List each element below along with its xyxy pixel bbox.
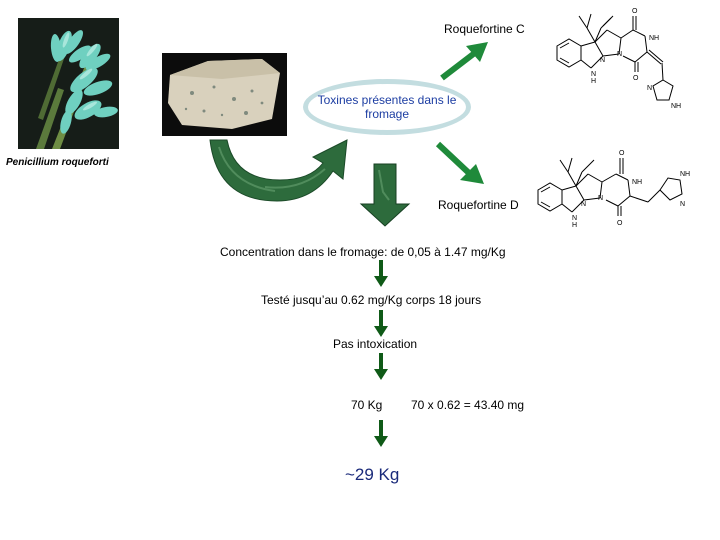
d-atom-o-bot: O bbox=[617, 220, 623, 227]
penicillium-photo bbox=[18, 18, 119, 149]
c-atom-n-ring: N bbox=[600, 57, 605, 64]
flow-arrow-2 bbox=[374, 310, 388, 337]
c-atom-n-low: N bbox=[591, 71, 596, 78]
arrow-to-roquefortine-c bbox=[440, 42, 488, 81]
concentration-text: Concentration dans le fromage: de 0,05 à… bbox=[220, 245, 506, 259]
roquefortine-c-structure: O NH N N O N H N NH bbox=[556, 8, 681, 110]
toxins-label: Toxines présentes dans le fromage bbox=[317, 93, 457, 121]
arrow-to-roquefortine-d bbox=[435, 141, 484, 184]
down-arrow-main bbox=[359, 163, 411, 227]
c-atom-n-imid: N bbox=[647, 85, 652, 92]
cheese-photo bbox=[162, 53, 287, 136]
weight-text: 70 Kg bbox=[351, 398, 383, 412]
d-atom-nh: NH bbox=[632, 179, 642, 186]
curved-arrow bbox=[209, 139, 348, 202]
d-atom-o-top: O bbox=[619, 150, 625, 157]
d-atom-n-imid: N bbox=[680, 201, 685, 208]
d-atom-n-ring: N bbox=[581, 201, 586, 208]
tested-text: Testé jusqu’au 0.62 mg/Kg corps 18 jours bbox=[261, 293, 482, 307]
d-atom-h-low: H bbox=[572, 222, 577, 229]
c-atom-nh: NH bbox=[649, 35, 659, 42]
formula-text: 70 x 0.62 = 43.40 mg bbox=[411, 398, 525, 412]
flow-arrow-1 bbox=[374, 260, 388, 287]
no-intoxication-text: Pas intoxication bbox=[333, 337, 418, 351]
c-atom-n-mid: N bbox=[617, 51, 622, 58]
c-atom-o-bot: O bbox=[633, 75, 639, 82]
roquefortine-c-label: Roquefortine C bbox=[444, 22, 525, 36]
toxins-ellipse: Toxines présentes dans le fromage bbox=[303, 79, 471, 135]
roquefortine-d-label: Roquefortine D bbox=[438, 198, 519, 212]
flow-arrow-3 bbox=[374, 353, 388, 380]
penicillium-caption: Penicillium roqueforti bbox=[6, 157, 109, 168]
roquefortine-d-structure: O NH N N O N H NH N bbox=[537, 150, 690, 229]
d-atom-n-mid: N bbox=[598, 195, 603, 202]
d-atom-nh-imid: NH bbox=[680, 171, 690, 178]
c-atom-o-top: O bbox=[632, 8, 638, 15]
result-text: ~29 Kg bbox=[345, 465, 400, 484]
c-atom-h-low: H bbox=[591, 78, 596, 85]
flow-arrow-4 bbox=[374, 420, 388, 447]
c-atom-nh-imid: NH bbox=[671, 103, 681, 110]
d-atom-n-low: N bbox=[572, 215, 577, 222]
